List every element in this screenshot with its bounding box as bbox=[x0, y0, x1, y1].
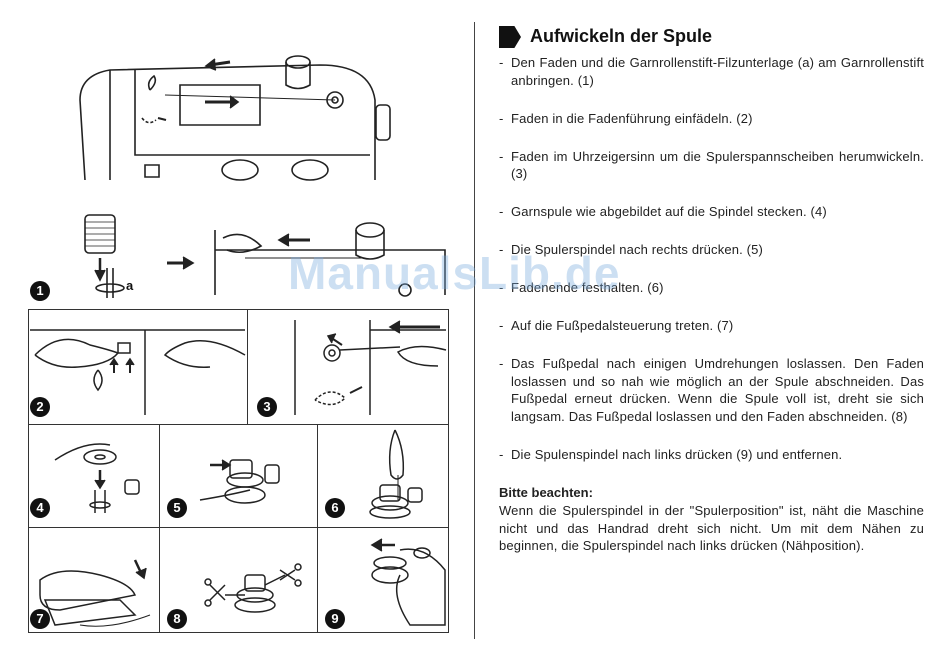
step-number-6: 6 bbox=[325, 498, 345, 518]
step-item: -Die Spulenspindel nach links drücken (9… bbox=[499, 446, 924, 464]
step-text: Den Faden und die Garnrollenstift-Filzun… bbox=[511, 55, 924, 88]
step-text: Fadenende festhalten. (6) bbox=[511, 280, 664, 295]
watermark: ManualsLib.de bbox=[288, 247, 621, 299]
column-divider bbox=[474, 22, 475, 639]
step-number-2: 2 bbox=[30, 397, 50, 417]
page-title: Aufwickeln der Spule bbox=[530, 26, 713, 47]
step-item: -Faden in die Fadenführung einfädeln. (2… bbox=[499, 110, 924, 128]
step-text: Auf die Fußpedalsteuerung treten. (7) bbox=[511, 318, 734, 333]
note-heading: Bitte beachten: bbox=[499, 484, 593, 500]
panel-9-frame bbox=[317, 527, 449, 633]
illustration-column: a bbox=[28, 0, 465, 633]
step-text: Die Spulerspindel nach rechts drücken. (… bbox=[511, 242, 763, 257]
panel-3-illustration bbox=[250, 315, 446, 420]
step-item: -Die Spulerspindel nach rechts drücken. … bbox=[499, 241, 924, 259]
step-text: Die Spulenspindel nach links drücken (9)… bbox=[511, 446, 843, 462]
step-number-7: 7 bbox=[30, 609, 50, 629]
panel-9-illustration bbox=[360, 535, 445, 627]
panel-5-illustration bbox=[200, 440, 310, 520]
step-item: -Faden im Uhrzeigersinn um die Spulerspa… bbox=[499, 148, 924, 182]
heading-marker-icon bbox=[499, 26, 521, 48]
step-number-3: 3 bbox=[257, 397, 277, 417]
step-item: -Auf die Fußpedalsteuerung treten. (7) bbox=[499, 317, 924, 335]
machine-overview-illustration bbox=[70, 40, 390, 190]
step-text: Faden im Uhrzeigersinn um die Spulerspan… bbox=[511, 148, 924, 182]
note-text: Wenn die Spulerspindel in der "Spulerpos… bbox=[499, 503, 924, 553]
panel-1-illustration bbox=[75, 210, 465, 305]
step-item: -Garnspule wie abgebildet auf die Spinde… bbox=[499, 203, 924, 221]
panel-6-illustration bbox=[350, 430, 445, 522]
step-number-4: 4 bbox=[30, 498, 50, 518]
panel-2-illustration bbox=[30, 315, 245, 420]
instruction-text-column: Aufwickeln der Spule -Den Faden und die … bbox=[499, 24, 924, 555]
step-number-1: 1 bbox=[30, 281, 50, 301]
step-item: -Das Fußpedal nach einigen Umdrehungen l… bbox=[499, 356, 924, 424]
panel-4-illustration bbox=[55, 435, 155, 520]
step-number-9: 9 bbox=[325, 609, 345, 629]
felt-label-a: a bbox=[126, 278, 134, 293]
panel-7-illustration bbox=[40, 540, 155, 630]
step-number-5: 5 bbox=[167, 498, 187, 518]
section-heading: Aufwickeln der Spule bbox=[499, 24, 924, 50]
step-text: Faden in die Fadenführung einfädeln. (2) bbox=[511, 110, 753, 126]
step-item: -Den Faden und die Garnrollenstift-Filzu… bbox=[499, 55, 924, 88]
step-number-8: 8 bbox=[167, 609, 187, 629]
panel-8-illustration bbox=[200, 555, 310, 625]
step-item: -Fadenende festhalten. (6) bbox=[499, 279, 924, 297]
step-text: Das Fußpedal nach einigen Umdrehungen lo… bbox=[511, 356, 924, 424]
step-text: Garnspule wie abgebildet auf die Spindel… bbox=[511, 204, 827, 219]
